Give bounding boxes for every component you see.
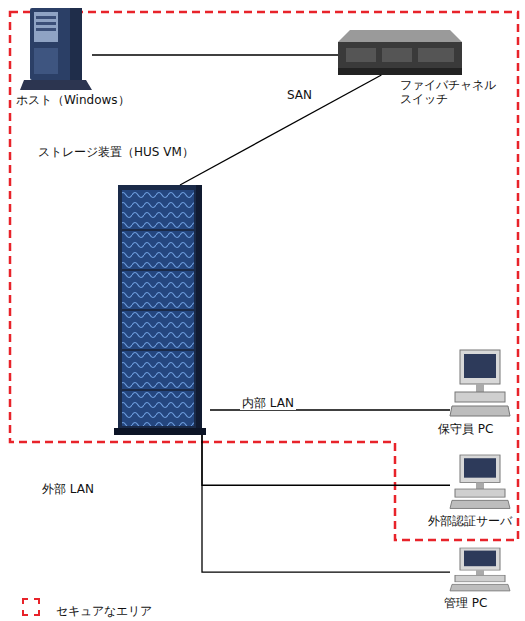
pc-icon bbox=[450, 548, 510, 591]
legend-text: セキュアなエリア bbox=[54, 604, 154, 618]
fc-switch-icon bbox=[338, 30, 462, 75]
label-holder: SAN bbox=[285, 84, 314, 103]
storage-side bbox=[196, 185, 202, 435]
server-base bbox=[20, 80, 92, 90]
server-slot bbox=[36, 22, 56, 25]
switch-port bbox=[418, 48, 454, 62]
storage-divider bbox=[122, 229, 194, 231]
storage-panel bbox=[122, 190, 194, 426]
host-server: ホスト（Windows） bbox=[20, 5, 92, 90]
switch-port bbox=[382, 48, 412, 62]
pc-unit bbox=[455, 575, 505, 582]
network-label: 外部 LAN bbox=[40, 482, 96, 496]
auth-server: 外部認証サーバ bbox=[450, 455, 510, 510]
host-server-icon bbox=[20, 8, 92, 90]
pc-screen bbox=[464, 354, 496, 378]
network-cable bbox=[92, 54, 338, 55]
device-label: ホスト（Windows） bbox=[16, 93, 130, 107]
label-holder: 内部 LAN bbox=[240, 392, 296, 411]
server-panel bbox=[34, 48, 58, 74]
pc-icon bbox=[450, 350, 510, 416]
device-label: 管理 PC bbox=[444, 596, 487, 610]
switch-front bbox=[338, 42, 462, 68]
network-label: SAN bbox=[285, 88, 314, 102]
pc-monitor bbox=[460, 548, 500, 570]
switch-top bbox=[338, 30, 462, 42]
pc-icon bbox=[450, 455, 510, 508]
server-panel bbox=[34, 12, 58, 42]
storage-pattern bbox=[122, 190, 194, 426]
legend-swatch bbox=[22, 598, 40, 616]
storage-divider bbox=[122, 269, 194, 271]
management-pc: 管理 PC bbox=[450, 548, 510, 592]
pc-keyboard bbox=[450, 406, 510, 416]
pc-screen bbox=[464, 551, 496, 567]
pc-stand bbox=[476, 570, 484, 575]
switch-bottom bbox=[338, 68, 462, 75]
server-slot bbox=[36, 28, 56, 31]
pc-monitor bbox=[460, 455, 500, 483]
storage-base bbox=[114, 428, 206, 435]
network-cable bbox=[202, 435, 450, 485]
server-slot bbox=[36, 16, 56, 19]
pc-unit bbox=[455, 392, 505, 402]
pc-unit bbox=[455, 489, 505, 497]
legend-row: セキュアなエリア bbox=[22, 598, 122, 616]
maintenance-pc: 保守員 PC bbox=[450, 350, 510, 418]
storage-divider bbox=[122, 309, 194, 311]
storage-divider bbox=[122, 389, 194, 391]
storage-body bbox=[118, 185, 202, 435]
pc-keyboard bbox=[450, 500, 510, 508]
server-body bbox=[30, 8, 82, 80]
device-label: ファイバチャネル スイッチ bbox=[400, 78, 504, 106]
server-side bbox=[70, 8, 82, 80]
edge-label: 内部 LAN bbox=[240, 396, 296, 410]
network-cable bbox=[180, 75, 381, 185]
device-label: 保守員 PC bbox=[438, 422, 493, 436]
fc-switch: ファイバチャネル スイッチ bbox=[338, 28, 462, 75]
pc-screen bbox=[464, 458, 496, 477]
pc-keyboard bbox=[450, 584, 510, 591]
storage-divider bbox=[122, 349, 194, 351]
pc-stand bbox=[476, 384, 484, 392]
pc-monitor bbox=[460, 350, 500, 384]
pc-stand bbox=[476, 483, 484, 489]
network-cable bbox=[202, 435, 450, 572]
storage-device: ストレージ装置（HUS VM） bbox=[110, 185, 210, 435]
storage-icon bbox=[114, 185, 206, 435]
label-holder: 外部 LAN bbox=[40, 478, 96, 497]
secure-area-outline bbox=[10, 12, 518, 540]
switch-port bbox=[346, 48, 376, 62]
device-label: ストレージ装置（HUS VM） bbox=[38, 145, 194, 159]
device-label: 外部認証サーバ bbox=[428, 514, 512, 528]
